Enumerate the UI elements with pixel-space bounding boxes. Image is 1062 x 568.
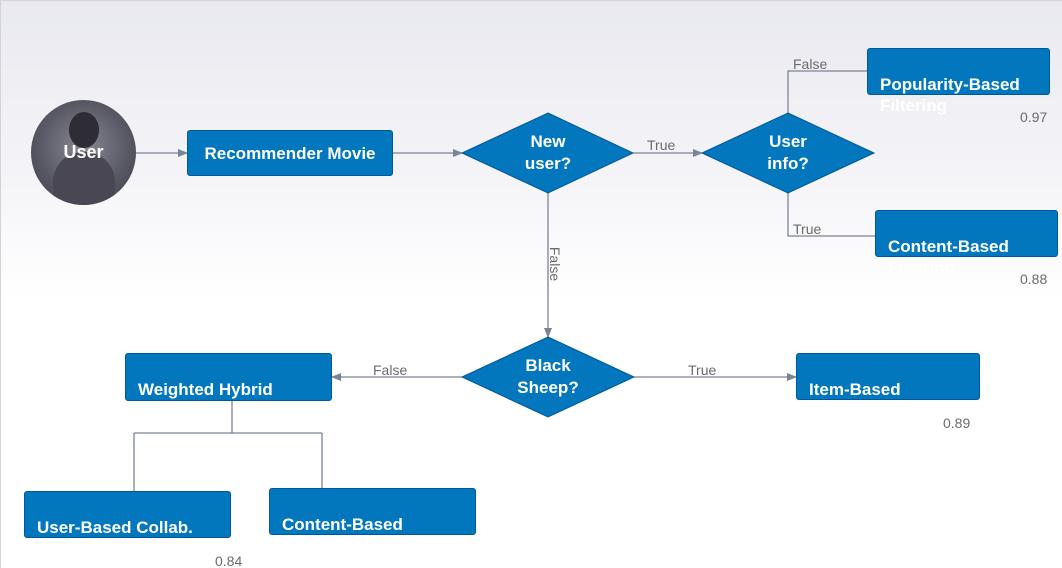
score-user-based: 0.84 xyxy=(215,553,243,568)
user-based-collab-filtering-node[interactable]: User-Based Collab. Filtering xyxy=(24,491,231,558)
edge-label-black-sheep-true: True xyxy=(688,362,717,378)
new-user-label: New user? xyxy=(524,132,572,173)
score-item-based: 0.89 xyxy=(943,415,971,431)
popularity-based-filtering-label: Popularity-Based Filtering xyxy=(880,75,1020,115)
edge-label-black-sheep-false: False xyxy=(373,362,408,378)
black-sheep-label: Black Sheep? xyxy=(517,356,579,397)
edge-user-info-false xyxy=(787,70,867,113)
content-based-collab-filtering-node[interactable]: Content-Based Collab. Filtering xyxy=(269,488,476,555)
edge-user-info-true xyxy=(787,193,875,237)
recommender-movie-node[interactable]: Recommender Movie xyxy=(187,130,393,176)
content-based-collab-filtering-label: Content-Based Collab. Filtering xyxy=(282,515,411,555)
item-based-collab-filtering-label: Item-Based Collab. Filtering xyxy=(809,380,938,420)
decision-black-sheep[interactable] xyxy=(460,336,636,418)
edge-hybrid-branch xyxy=(133,401,323,491)
edge-label-new-user-true: True xyxy=(647,137,676,153)
content-based-filtering-node[interactable]: Content-Based Filtering xyxy=(875,210,1058,277)
decision-new-user[interactable] xyxy=(460,112,635,194)
user-info-label: User info? xyxy=(767,132,809,173)
user-based-collab-filtering-label: User-Based Collab. Filtering xyxy=(37,518,193,558)
decision-user-info[interactable] xyxy=(700,112,876,194)
popularity-based-filtering-node[interactable]: Popularity-Based Filtering xyxy=(867,48,1050,115)
score-popularity-based: 0.97 xyxy=(1020,109,1048,125)
weighted-hybrid-filtering-label: Weighted Hybrid Filtering xyxy=(138,380,273,420)
score-content-based: 0.88 xyxy=(1020,271,1048,287)
user-node-label: User xyxy=(63,142,104,162)
user-avatar-head xyxy=(69,112,99,148)
edge-label-user-info-false: False xyxy=(793,56,828,72)
item-based-collab-filtering-node[interactable]: Item-Based Collab. Filtering xyxy=(796,353,980,420)
user-avatar-body xyxy=(53,152,115,205)
edge-label-user-info-true: True xyxy=(793,221,822,237)
user-node[interactable]: User xyxy=(31,100,136,205)
content-based-filtering-label: Content-Based Filtering xyxy=(888,237,1009,277)
edge-label-new-user-false: False xyxy=(547,246,564,282)
recommender-movie-label: Recommender Movie xyxy=(204,143,376,163)
weighted-hybrid-filtering-node[interactable]: Weighted Hybrid Filtering xyxy=(125,353,332,420)
